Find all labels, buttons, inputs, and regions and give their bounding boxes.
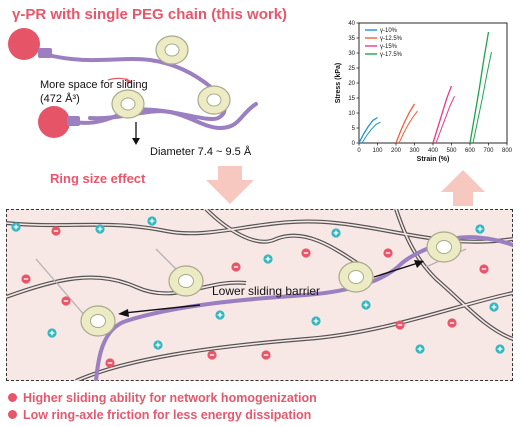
x-tick-label: 300 [409, 148, 420, 154]
legend-label: γ-12.5% [380, 36, 403, 42]
conclusion-item: Low ring-axle friction for less energy d… [8, 406, 317, 423]
ions [11, 216, 505, 368]
figure-title: γ-PR with single PEG chain (this work) [12, 6, 288, 23]
x-tick-label: 100 [372, 148, 383, 154]
y-tick-label: 35 [348, 36, 355, 42]
network-chain [75, 291, 513, 381]
cyclodextrin-ring [426, 231, 462, 263]
series-unload-line [472, 51, 492, 144]
conclusion-item: Higher sliding ability for network homog… [8, 389, 317, 406]
conclusion-text: Low ring-axle friction for less energy d… [23, 407, 312, 422]
series-line [432, 85, 453, 144]
cyclodextrin-ring [155, 35, 189, 65]
y-tick-label: 30 [348, 51, 355, 57]
x-tick-label: 500 [446, 148, 457, 154]
conclusion-list: Higher sliding ability for network homog… [8, 389, 317, 423]
legend-label: γ-17.5% [380, 52, 403, 58]
y-tick-label: 20 [348, 81, 355, 87]
series-line [358, 116, 378, 144]
cyclodextrin-ring [338, 261, 374, 293]
legend-label: γ-10% [380, 28, 398, 34]
series-line [395, 103, 416, 144]
network-chain [6, 275, 247, 299]
x-tick-label: 200 [391, 148, 402, 154]
sliding-barrier-label: Lower sliding barrier [212, 284, 321, 298]
y-tick-label: 0 [352, 141, 356, 147]
series-unload-line [435, 96, 455, 144]
linker-bottom [67, 116, 80, 126]
y-tick-label: 40 [348, 21, 355, 27]
y-tick-label: 15 [348, 96, 355, 102]
series-line [469, 31, 490, 144]
up-arrow [441, 170, 485, 206]
space-label-line2: (472 Å³) [40, 93, 80, 105]
stopper-bottom [38, 106, 70, 138]
y-tick-label: 5 [352, 126, 356, 132]
linker-top [38, 48, 52, 58]
series-unload-line [398, 110, 418, 144]
sliding-arrow-right [373, 262, 419, 278]
network-diagram [6, 209, 513, 381]
bullet-dot-icon [8, 410, 17, 419]
stress-strain-chart: 0 100 200 300 400 500 600 700 800 0 5 10 15 20 25 30 35 4… [335, 21, 513, 163]
x-axis-label: Strain (%) [417, 156, 450, 163]
space-label-line1: More space for sliding [40, 79, 148, 91]
x-tick-label: 400 [428, 148, 439, 154]
single-chain-schematic [8, 28, 258, 145]
x-tick-label: 700 [483, 148, 494, 154]
cyclodextrin-ring [111, 89, 145, 119]
network-chain [204, 209, 368, 271]
legend-label: γ-15% [380, 44, 398, 50]
diameter-label: Diameter 7.4 ~ 9.5 Å [150, 146, 252, 158]
space-label: More space for sliding (472 Å³) [40, 78, 148, 106]
ring-size-label: Ring size effect [50, 171, 146, 186]
bullet-dot-icon [8, 393, 17, 402]
x-tick-label: 600 [465, 148, 476, 154]
cyclodextrin-ring [80, 305, 116, 337]
conclusion-text: Higher sliding ability for network homog… [23, 390, 317, 405]
series-unload-line [361, 121, 381, 144]
cyclodextrin-ring [197, 85, 231, 115]
down-arrow [206, 166, 254, 204]
x-tick-label: 0 [357, 148, 361, 154]
y-tick-label: 10 [348, 111, 355, 117]
y-axis-label: Stress (kPa) [335, 63, 342, 103]
cyclodextrin-ring [168, 265, 204, 297]
y-tick-label: 25 [348, 66, 355, 72]
stopper-top [8, 28, 40, 60]
sliding-arrow-left [123, 304, 201, 314]
x-tick-label: 800 [502, 148, 513, 154]
